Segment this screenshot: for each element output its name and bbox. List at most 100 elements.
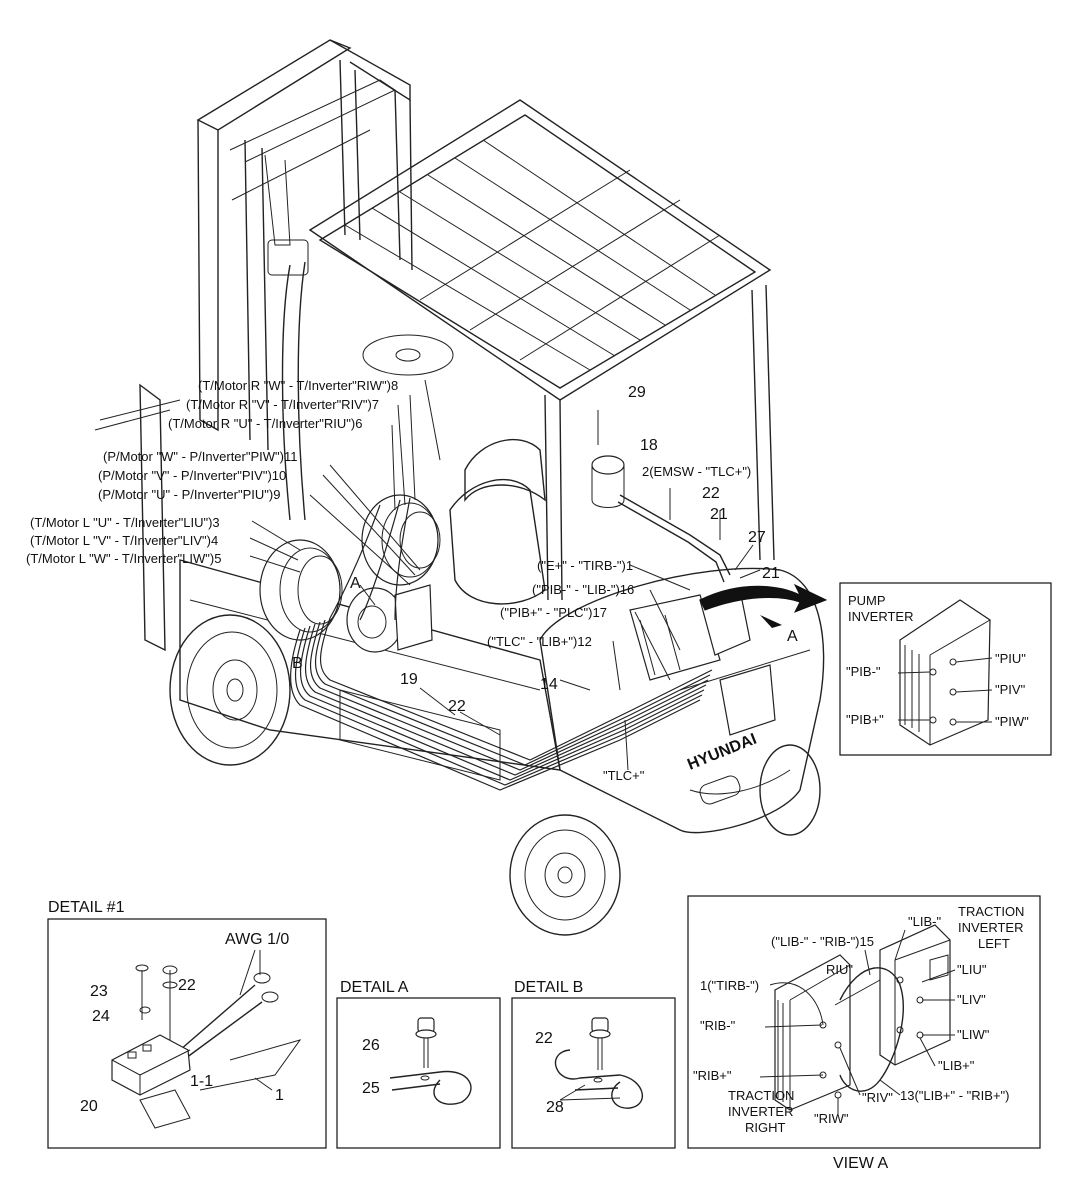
callout-1: ("E+" - "TIRB-")1 [537,558,633,573]
inverter-assembly [629,589,776,736]
view-a-riv: "RIV" [862,1090,893,1105]
view-a-rib-plus: "RIB+" [693,1068,732,1083]
callout-10: (P/Motor "V" - P/Inverter"PIV")10 [98,468,286,483]
detail-a-clamp-drawing [389,1017,472,1105]
pointer-arrow [699,583,828,613]
callout-6: (T/Motor R "U" - T/Inverter"RIU")6 [168,416,362,431]
seat [449,438,546,605]
detail-b-panel: DETAIL B 22 28 [511,979,676,1149]
detail-1-n22: 22 [178,977,196,994]
view-a-trac-right-1: TRACTION [728,1088,794,1103]
forklift-illustration [94,39,828,936]
view-a-rib-minus: "RIB-" [700,1018,736,1033]
callout-16: ("PIB-" - "LIB-")16 [532,582,634,597]
callout-2: 2(EMSW - "TLC+") [642,464,751,479]
callout-21a: 21 [710,506,728,523]
callout-5: (T/Motor L "W" - T/Inverter"LIW")5 [26,551,221,566]
detail-a-title: DETAIL A [340,979,409,996]
view-a-liu: "LIU" [957,962,987,977]
piu-label: "PIU" [995,651,1026,666]
motor-callouts: (T/Motor R "W" - T/Inverter"RIW")8 (T/Mo… [26,378,398,566]
detail-1-n20: 20 [80,1098,98,1115]
detail-b-title: DETAIL B [514,979,583,996]
view-a-trac-right-2: INVERTER [728,1104,794,1119]
pump-inverter-panel: PUMP INVERTER "PIB-" "PIB+" "PIU" "PIV" … [839,582,1052,756]
view-a-riw: "RIW" [814,1111,849,1126]
piw-label: "PIW" [995,714,1029,729]
view-a-callout-13: 13("LIB+" - "RIB+") [900,1088,1010,1103]
tlc-plus-label: "TLC+" [603,768,645,783]
view-a-title: VIEW A [833,1155,888,1172]
pump-motor [346,584,433,653]
steering-wheel [362,334,454,461]
callout-21b: 21 [762,565,780,582]
leader-lines [249,394,761,771]
detail-b-clamp-drawing [554,1017,643,1109]
view-a-trac-left-1: TRACTION [958,904,1024,919]
chassis [94,383,561,781]
main-callouts: 29 18 2(EMSW - "TLC+") 22 21 27 21 ("E+"… [292,384,798,783]
detail-1-n1: 1 [275,1087,284,1104]
view-a-trac-right-3: RIGHT [745,1120,786,1135]
pump-inverter-drawing [897,599,993,746]
brand-logo: HYUNDAI [685,731,759,774]
front-wheel [169,614,291,766]
detail-1-drawing [111,949,302,1129]
traction-motor-right [361,494,441,586]
pump-inverter-title-2: INVERTER [848,609,914,624]
view-a-liw: "LIW" [957,1027,990,1042]
callout-4: (T/Motor L "V" - T/Inverter"LIV")4 [30,533,218,548]
view-a-callout-1: 1("TIRB-") [700,978,759,993]
view-a-leader-lines [759,929,956,1115]
detail-a-panel: DETAIL A 26 25 [336,979,501,1149]
emergency-switch [591,410,731,583]
pump-inverter-title-1: PUMP [848,593,886,608]
detail-1-n1-1: 1-1 [190,1073,213,1090]
detail-b-n28: 28 [546,1099,564,1116]
piv-label: "PIV" [995,682,1026,697]
callout-B: B [292,655,303,672]
callout-22b: 22 [448,698,466,715]
detail-1-title: DETAIL #1 [48,899,125,916]
cable-bundle [290,497,713,791]
view-a-callout-15: ("LIB-" - "RIB-")15 [771,934,874,949]
view-a-trac-left-2: INVERTER [958,920,1024,935]
rear-wheel [509,744,821,936]
detail-a-n25: 25 [362,1080,380,1097]
view-a-arrow [760,615,782,628]
detail-1-panel: DETAIL #1 AWG 1/0 23 22 24 [47,899,327,1149]
callout-22a: 22 [702,485,720,502]
view-a-riu: RIU" [826,962,853,977]
overhead-guard [281,99,775,601]
detail-1-n24: 24 [92,1008,110,1025]
awg-label: AWG 1/0 [225,931,289,948]
callout-3: (T/Motor L "U" - T/Inverter"LIU")3 [30,515,220,530]
callout-12: ("TLC" - "LIB+")12 [487,634,592,649]
mast [196,39,413,451]
detail-b-n22: 22 [535,1030,553,1047]
detail-a-n26: 26 [362,1037,380,1054]
callout-8: (T/Motor R "W" - T/Inverter"RIW")8 [198,378,398,393]
callout-A-arrow: A [787,628,798,645]
view-a-panel: VIEW A "LIB-" TRACTIO [687,895,1041,1172]
view-a-trac-left-3: LEFT [978,936,1010,951]
callout-9: (P/Motor "U" - P/Inverter"PIU")9 [98,487,280,502]
callout-A-main: A [350,575,361,592]
callout-27: 27 [748,529,766,546]
traction-motor-left [259,539,343,641]
view-a-inverters-drawing [769,924,951,1111]
pib-minus-label: "PIB-" [846,664,881,679]
callout-11: (P/Motor "W" - P/Inverter"PIW")11 [103,449,297,464]
callout-14: 14 [540,676,558,693]
view-a-lib-minus-top: "LIB-" [908,914,941,929]
callout-29: 29 [628,384,646,401]
view-a-liv: "LIV" [957,992,986,1007]
callout-18: 18 [640,437,658,454]
view-a-lib-plus: "LIB+" [938,1058,975,1073]
callout-7: (T/Motor R "V" - T/Inverter"RIV")7 [186,397,379,412]
callout-17: ("PIB+" - "PLC")17 [500,605,607,620]
callout-19: 19 [400,671,418,688]
pib-plus-label: "PIB+" [846,712,884,727]
detail-1-n23: 23 [90,983,108,1000]
